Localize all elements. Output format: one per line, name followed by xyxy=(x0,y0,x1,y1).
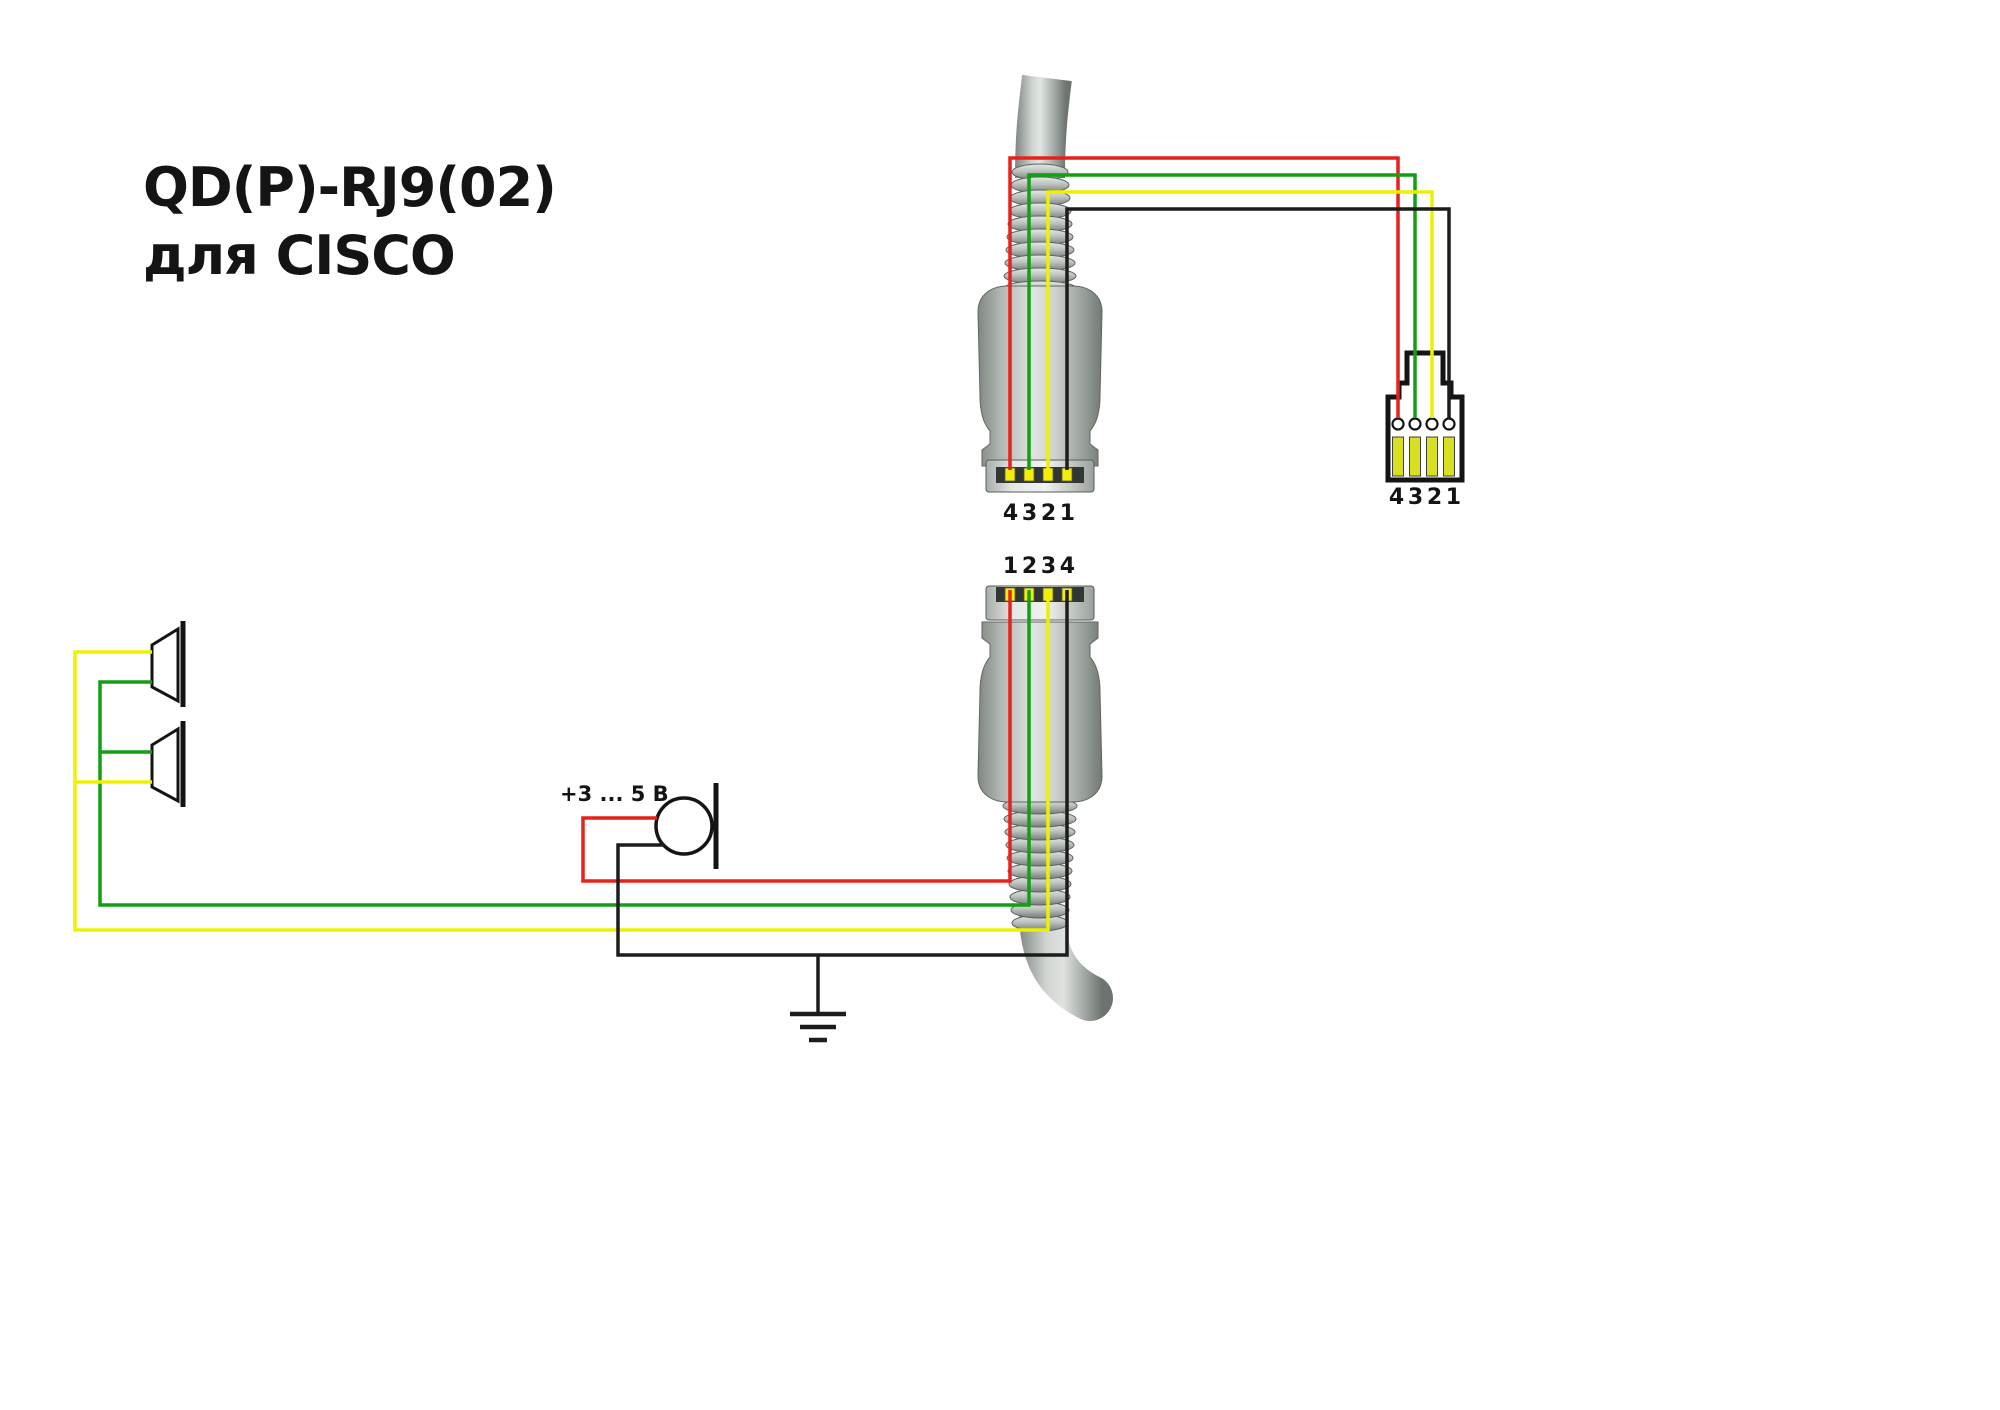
wire-green-top xyxy=(1027,173,1417,470)
wiring xyxy=(73,156,1451,1014)
qd-bottom-pin-numbers: 1 2 3 4 xyxy=(1003,554,1075,579)
rj9-pin-2 xyxy=(1426,436,1438,477)
connector-body-bottom xyxy=(977,621,1103,803)
microphone: +3 ... 5 В xyxy=(560,782,719,869)
connector-body-top xyxy=(977,285,1103,467)
microphone-body xyxy=(654,796,714,856)
wire-yellow-top xyxy=(1046,190,1434,470)
qd-connector-top: 4 3 2 1 xyxy=(977,74,1103,526)
rj9-pin-1 xyxy=(1443,436,1455,477)
strain-relief-top xyxy=(1002,163,1078,298)
wire-red-top xyxy=(1008,156,1400,470)
qd-top-pin-numbers: 4 3 2 1 xyxy=(1003,501,1074,526)
rj9-pin-3 xyxy=(1409,436,1421,477)
rj9-connector: 4 3 2 1 xyxy=(1385,350,1465,510)
speaker-2 xyxy=(150,721,186,807)
cable-top xyxy=(1015,74,1072,179)
rj9-wire-hole xyxy=(1442,417,1456,431)
ground-symbol xyxy=(790,1011,846,1043)
speaker-cone xyxy=(150,626,180,704)
wire-yellow-speakers xyxy=(73,590,1050,932)
rj9-wire-hole xyxy=(1425,417,1439,431)
rj9-pin-numbers: 4 3 2 1 xyxy=(1389,485,1460,510)
rj9-wire-hole xyxy=(1408,417,1422,431)
wire-black-common xyxy=(616,590,1069,957)
speaker-1 xyxy=(150,621,186,707)
mic-voltage-label: +3 ... 5 В xyxy=(560,782,669,806)
wire-green-speakers xyxy=(98,590,1031,907)
speaker-cone xyxy=(150,726,180,804)
rj9-wire-hole xyxy=(1391,417,1405,431)
wire-black-top xyxy=(1065,207,1451,470)
page-title-line2: для CISCO xyxy=(143,224,455,287)
wire-red-mic xyxy=(581,590,1012,883)
rj9-pin-4 xyxy=(1392,436,1404,477)
page-title-line1: QD(P)-RJ9(02) xyxy=(143,156,556,219)
